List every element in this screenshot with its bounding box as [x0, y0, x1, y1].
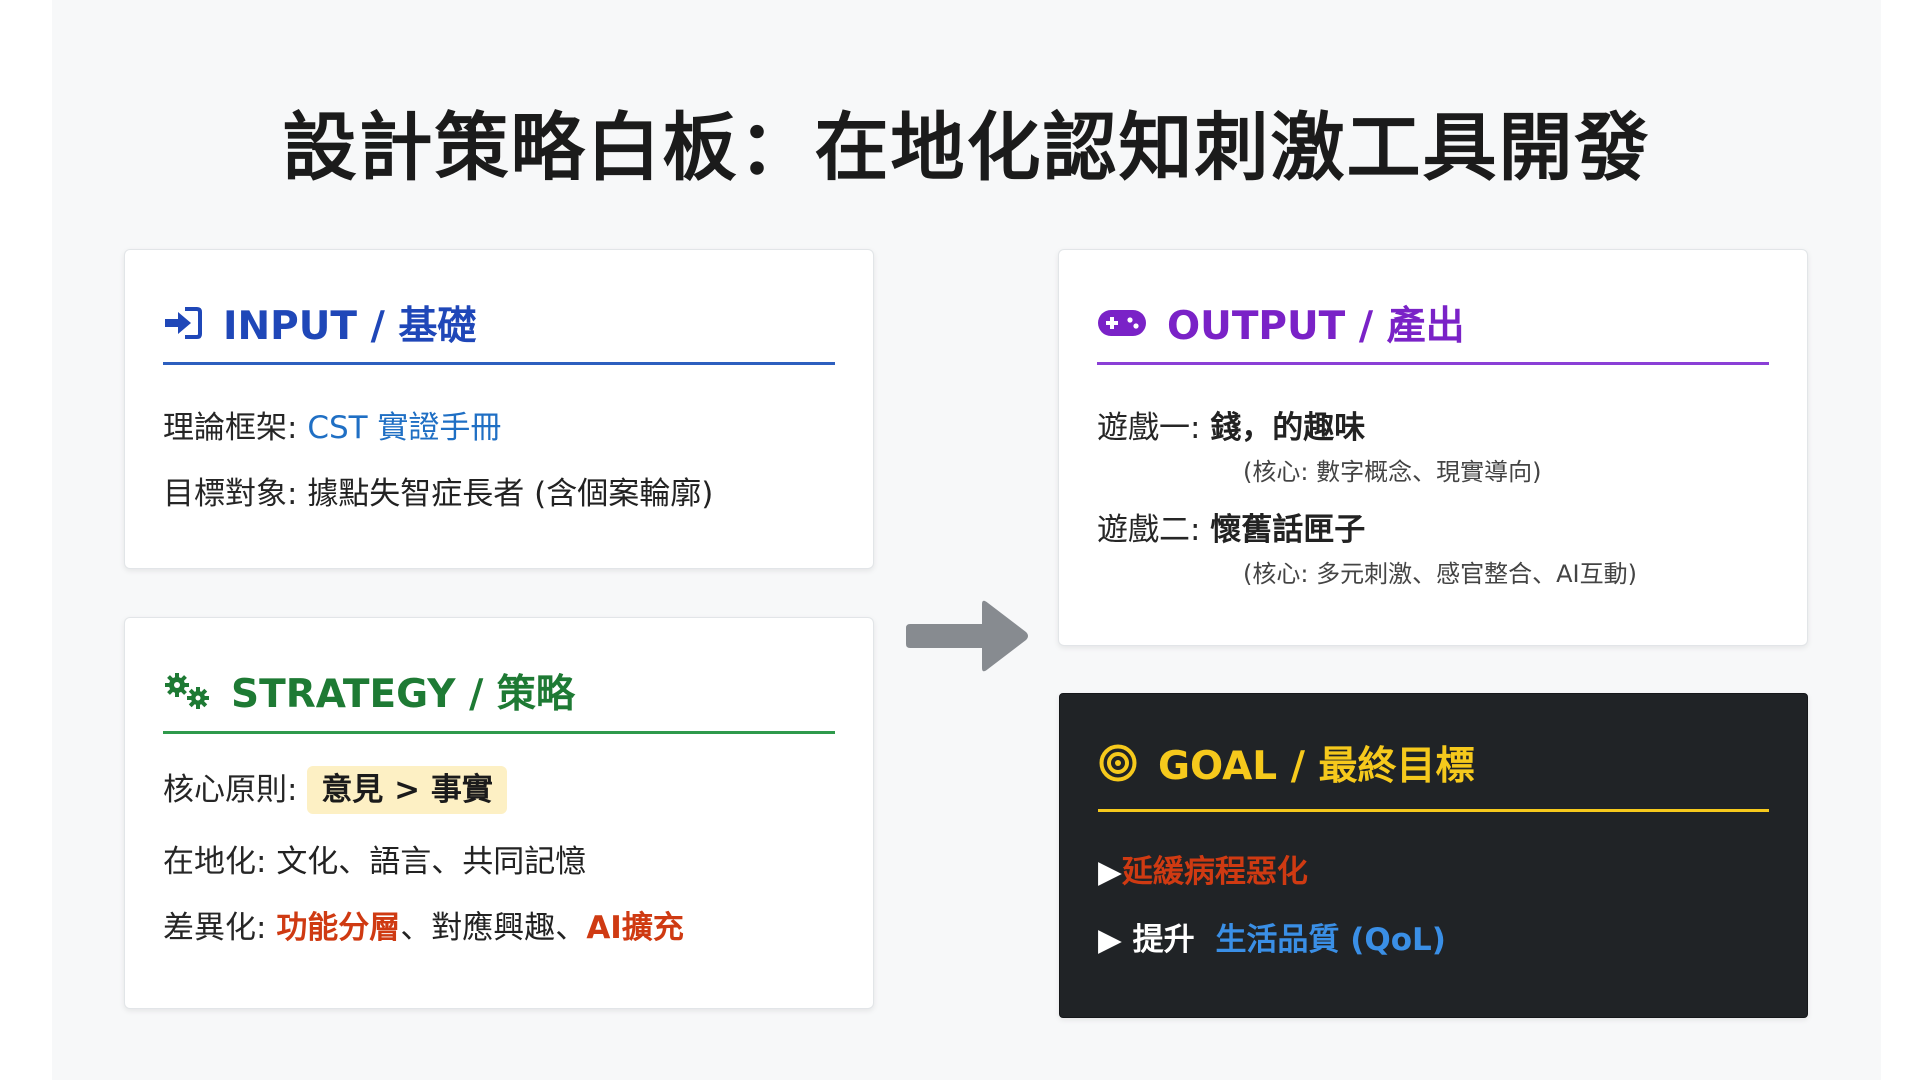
goal-item-qol-prefix: 提升: [1132, 922, 1195, 958]
strategy-card-divider: [163, 731, 835, 734]
bullet-triangle-icon: ▶: [1098, 922, 1122, 958]
goal-item-qol-highlight: 生活品質 (QoL): [1215, 922, 1446, 958]
goal-card-divider: [1098, 809, 1769, 812]
theory-framework-value: CST 實證手冊: [307, 410, 502, 446]
bullet-triangle-icon: ▶: [1098, 854, 1122, 890]
goal-card-header: GOAL / 最終目標: [1098, 732, 1769, 794]
strategy-card-header: STRATEGY / 策略: [163, 660, 835, 722]
game-two-note: (核心: 多元刺激、感官整合、AI互動): [1243, 560, 1637, 588]
game-one-label: 遊戲一:: [1097, 410, 1201, 446]
target-audience-row: 目標對象: 據點失智症長者 (含個案輪廓): [163, 468, 853, 513]
strategy-card: STRATEGY / 策略 核心原則: 意見 > 事實 在地化: 文化、語言、共…: [124, 617, 874, 1009]
gears-icon: [163, 672, 211, 710]
goal-item-slow-progression: ▶延緩病程惡化: [1098, 846, 1787, 891]
differentiation-middle-text: 、對應興趣、: [400, 910, 587, 946]
localization-row: 在地化: 文化、語言、共同記憶: [163, 836, 853, 881]
core-principle-label: 核心原則:: [163, 772, 298, 808]
page-title: 設計策略白板：在地化認知刺激工具開發: [282, 105, 1651, 191]
whiteboard: 設計策略白板：在地化認知刺激工具開發 INPUT / 基礎 理論框架: CST …: [52, 0, 1881, 1080]
input-card-header: INPUT / 基礎: [163, 292, 835, 354]
input-card: INPUT / 基礎 理論框架: CST 實證手冊 目標對象: 據點失智症長者 …: [124, 249, 874, 569]
sign-in-icon: [163, 306, 203, 340]
game-one-title: 錢，的趣味: [1210, 410, 1366, 446]
input-card-title: INPUT / 基礎: [223, 304, 477, 349]
differentiation-highlight-layering: 功能分層: [276, 910, 401, 946]
strategy-card-title: STRATEGY / 策略: [231, 672, 575, 717]
game-two-title: 懷舊話匣子: [1210, 512, 1366, 548]
goal-item-quality-of-life: ▶ 提升 生活品質 (QoL): [1098, 914, 1787, 959]
target-audience-value: 據點失智症長者 (含個案輪廓): [307, 476, 714, 512]
core-principle-row: 核心原則: 意見 > 事實: [163, 764, 853, 814]
game-one-note: (核心: 數字概念、現實導向): [1243, 458, 1542, 486]
differentiation-highlight-ai: AI擴充: [586, 910, 684, 946]
theory-framework-row: 理論框架: CST 實證手冊: [163, 402, 853, 447]
theory-framework-label: 理論框架:: [163, 410, 298, 446]
output-card-header: OUTPUT / 產出: [1097, 292, 1769, 354]
localization-value: 文化、語言、共同記憶: [276, 844, 587, 880]
input-card-divider: [163, 362, 835, 365]
localization-label: 在地化:: [163, 844, 267, 880]
differentiation-row: 差異化: 功能分層、對應興趣、AI擴充: [163, 902, 853, 947]
output-card-divider: [1097, 362, 1769, 365]
goal-card-title: GOAL / 最終目標: [1158, 744, 1475, 789]
gamepad-icon: [1097, 306, 1147, 340]
core-principle-badge: 意見 > 事實: [307, 766, 507, 814]
game-two-row: 遊戲二: 懷舊話匣子: [1097, 504, 1787, 549]
game-one-row: 遊戲一: 錢，的趣味: [1097, 402, 1787, 447]
goal-card: GOAL / 最終目標 ▶延緩病程惡化 ▶ 提升 生活品質 (QoL): [1059, 693, 1808, 1018]
output-card: OUTPUT / 產出 遊戲一: 錢，的趣味 (核心: 數字概念、現實導向) 遊…: [1058, 249, 1808, 646]
target-audience-label: 目標對象:: [163, 476, 298, 512]
output-card-title: OUTPUT / 產出: [1167, 304, 1465, 349]
game-two-label: 遊戲二:: [1097, 512, 1201, 548]
goal-item-slow-progression-text: 延緩病程惡化: [1121, 854, 1308, 890]
differentiation-label: 差異化:: [163, 910, 267, 946]
target-icon: [1098, 743, 1138, 783]
flow-arrow-icon: [904, 596, 1032, 676]
